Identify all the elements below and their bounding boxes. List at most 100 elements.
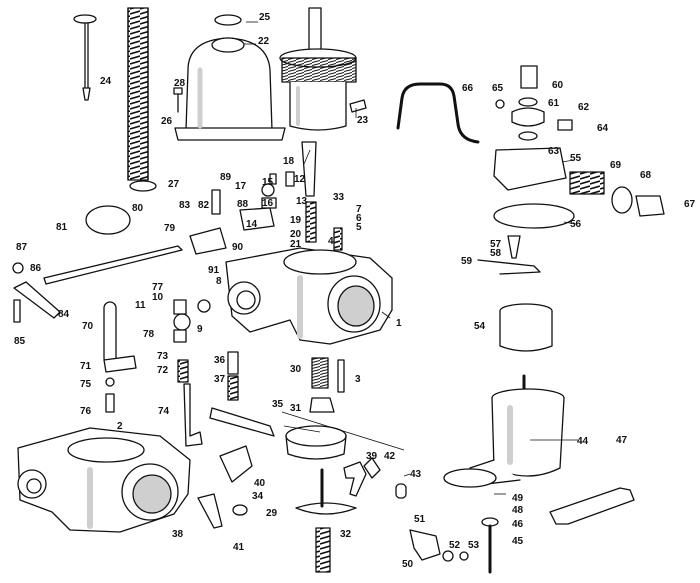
callout-33: 33: [333, 192, 345, 203]
callout-42: 42: [384, 451, 396, 462]
part-23-plug: [349, 99, 367, 113]
part-37-spring: [227, 375, 239, 401]
part-15-screw: [269, 173, 277, 185]
part-78-nut: [173, 329, 187, 343]
part-32-spring: [315, 527, 331, 573]
callout-36: 36: [214, 355, 226, 366]
callout-31: 31: [290, 403, 302, 414]
part-17-nut: [261, 183, 275, 197]
callout-66: 66: [462, 83, 474, 94]
part-39-lever: [343, 461, 367, 497]
part-66-pipe: [396, 82, 480, 144]
callout-29: 29: [266, 508, 278, 519]
callout-75: 75: [80, 379, 92, 390]
part-35-spindle: [209, 407, 275, 437]
part-74-arm: [183, 383, 203, 447]
callout-72: 72: [157, 365, 169, 376]
part-55-lid: [493, 147, 567, 191]
part-80-flap: [85, 205, 131, 235]
part-40-lever: [219, 445, 253, 483]
part-42-clip: [363, 457, 381, 479]
part-35-throttle-ring: [285, 425, 347, 460]
leader-lines: [244, 21, 578, 495]
callout-61: 61: [548, 98, 560, 109]
part-2-carburettor-body: [17, 427, 191, 533]
part-18-jet: [301, 141, 317, 197]
part-82-bracket: [189, 227, 227, 255]
callout-88: 88: [237, 199, 249, 210]
part-30-jet-holder: [311, 357, 329, 389]
callout-68: 68: [640, 170, 652, 181]
part-68-washer: [611, 186, 633, 214]
part-14-plate: [239, 207, 275, 231]
callout-57: 57: [490, 239, 502, 250]
part-61-washer: [518, 97, 538, 107]
part-33-spring: [305, 201, 317, 243]
callout-53: 53: [468, 540, 480, 551]
callout-90: 90: [232, 242, 244, 253]
part-57-needle: [507, 235, 521, 259]
callout-63: 63: [548, 146, 560, 157]
part-28-screw: [173, 87, 183, 113]
callout-76: 76: [80, 406, 92, 417]
callout-81: 81: [56, 222, 68, 233]
part-24-rod: [73, 14, 97, 101]
part-64-screw: [557, 119, 573, 131]
callout-78: 78: [143, 329, 155, 340]
callout-45: 45: [512, 536, 524, 547]
callout-22: 22: [258, 36, 270, 47]
callout-85: 85: [14, 336, 26, 347]
callout-50: 50: [402, 559, 414, 570]
part-76-screw: [105, 393, 115, 413]
part-63-washer: [518, 131, 538, 141]
callout-26: 26: [161, 116, 173, 127]
callout-28: 28: [174, 78, 186, 89]
callout-17: 17: [235, 181, 247, 192]
callout-24: 24: [100, 76, 112, 87]
part-67-union: [635, 195, 665, 217]
part-60-bolt: [520, 65, 538, 89]
callout-27: 27: [168, 179, 180, 190]
callout-15: 15: [262, 177, 274, 188]
part-43-bush-left: [232, 504, 248, 516]
callout-56: 56: [570, 219, 582, 230]
callout-9: 9: [197, 324, 203, 335]
callout-35: 35: [272, 399, 284, 410]
callout-41: 41: [233, 542, 245, 553]
callout-46: 46: [512, 519, 524, 530]
callout-79: 79: [164, 223, 176, 234]
callout-10: 10: [152, 292, 164, 303]
part-chamber-cover: [174, 37, 286, 141]
callout-49: 49: [512, 493, 524, 504]
part-3-jet: [337, 359, 345, 393]
callout-51: 51: [414, 514, 426, 525]
callout-48: 48: [512, 505, 524, 516]
part-48-base: [443, 468, 497, 488]
callout-71: 71: [80, 361, 92, 372]
part-50-bracket: [409, 529, 441, 561]
part-1-carburettor-body: [225, 247, 393, 345]
callout-54: 54: [474, 321, 486, 332]
callout-38: 38: [172, 529, 184, 540]
part-79-spindle: [43, 245, 183, 285]
part-69-filter: [569, 171, 605, 195]
callout-62: 62: [578, 102, 590, 113]
part-85-screw: [13, 299, 21, 323]
callout-19: 19: [290, 215, 302, 226]
part-36-screw: [227, 351, 239, 375]
part-59-clip: [477, 259, 541, 275]
part-4-spring: [333, 227, 343, 251]
callout-40: 40: [254, 478, 266, 489]
part-29-diaphragm: [295, 502, 357, 515]
part-38-arm: [197, 493, 223, 529]
callout-59: 59: [461, 256, 473, 267]
callout-21: 21: [290, 239, 302, 250]
callout-60: 60: [552, 80, 564, 91]
callout-47: 47: [616, 435, 628, 446]
callout-73: 73: [157, 351, 169, 362]
callout-37: 37: [214, 374, 226, 385]
callout-20: 20: [290, 229, 302, 240]
part-65-washer: [495, 99, 505, 109]
